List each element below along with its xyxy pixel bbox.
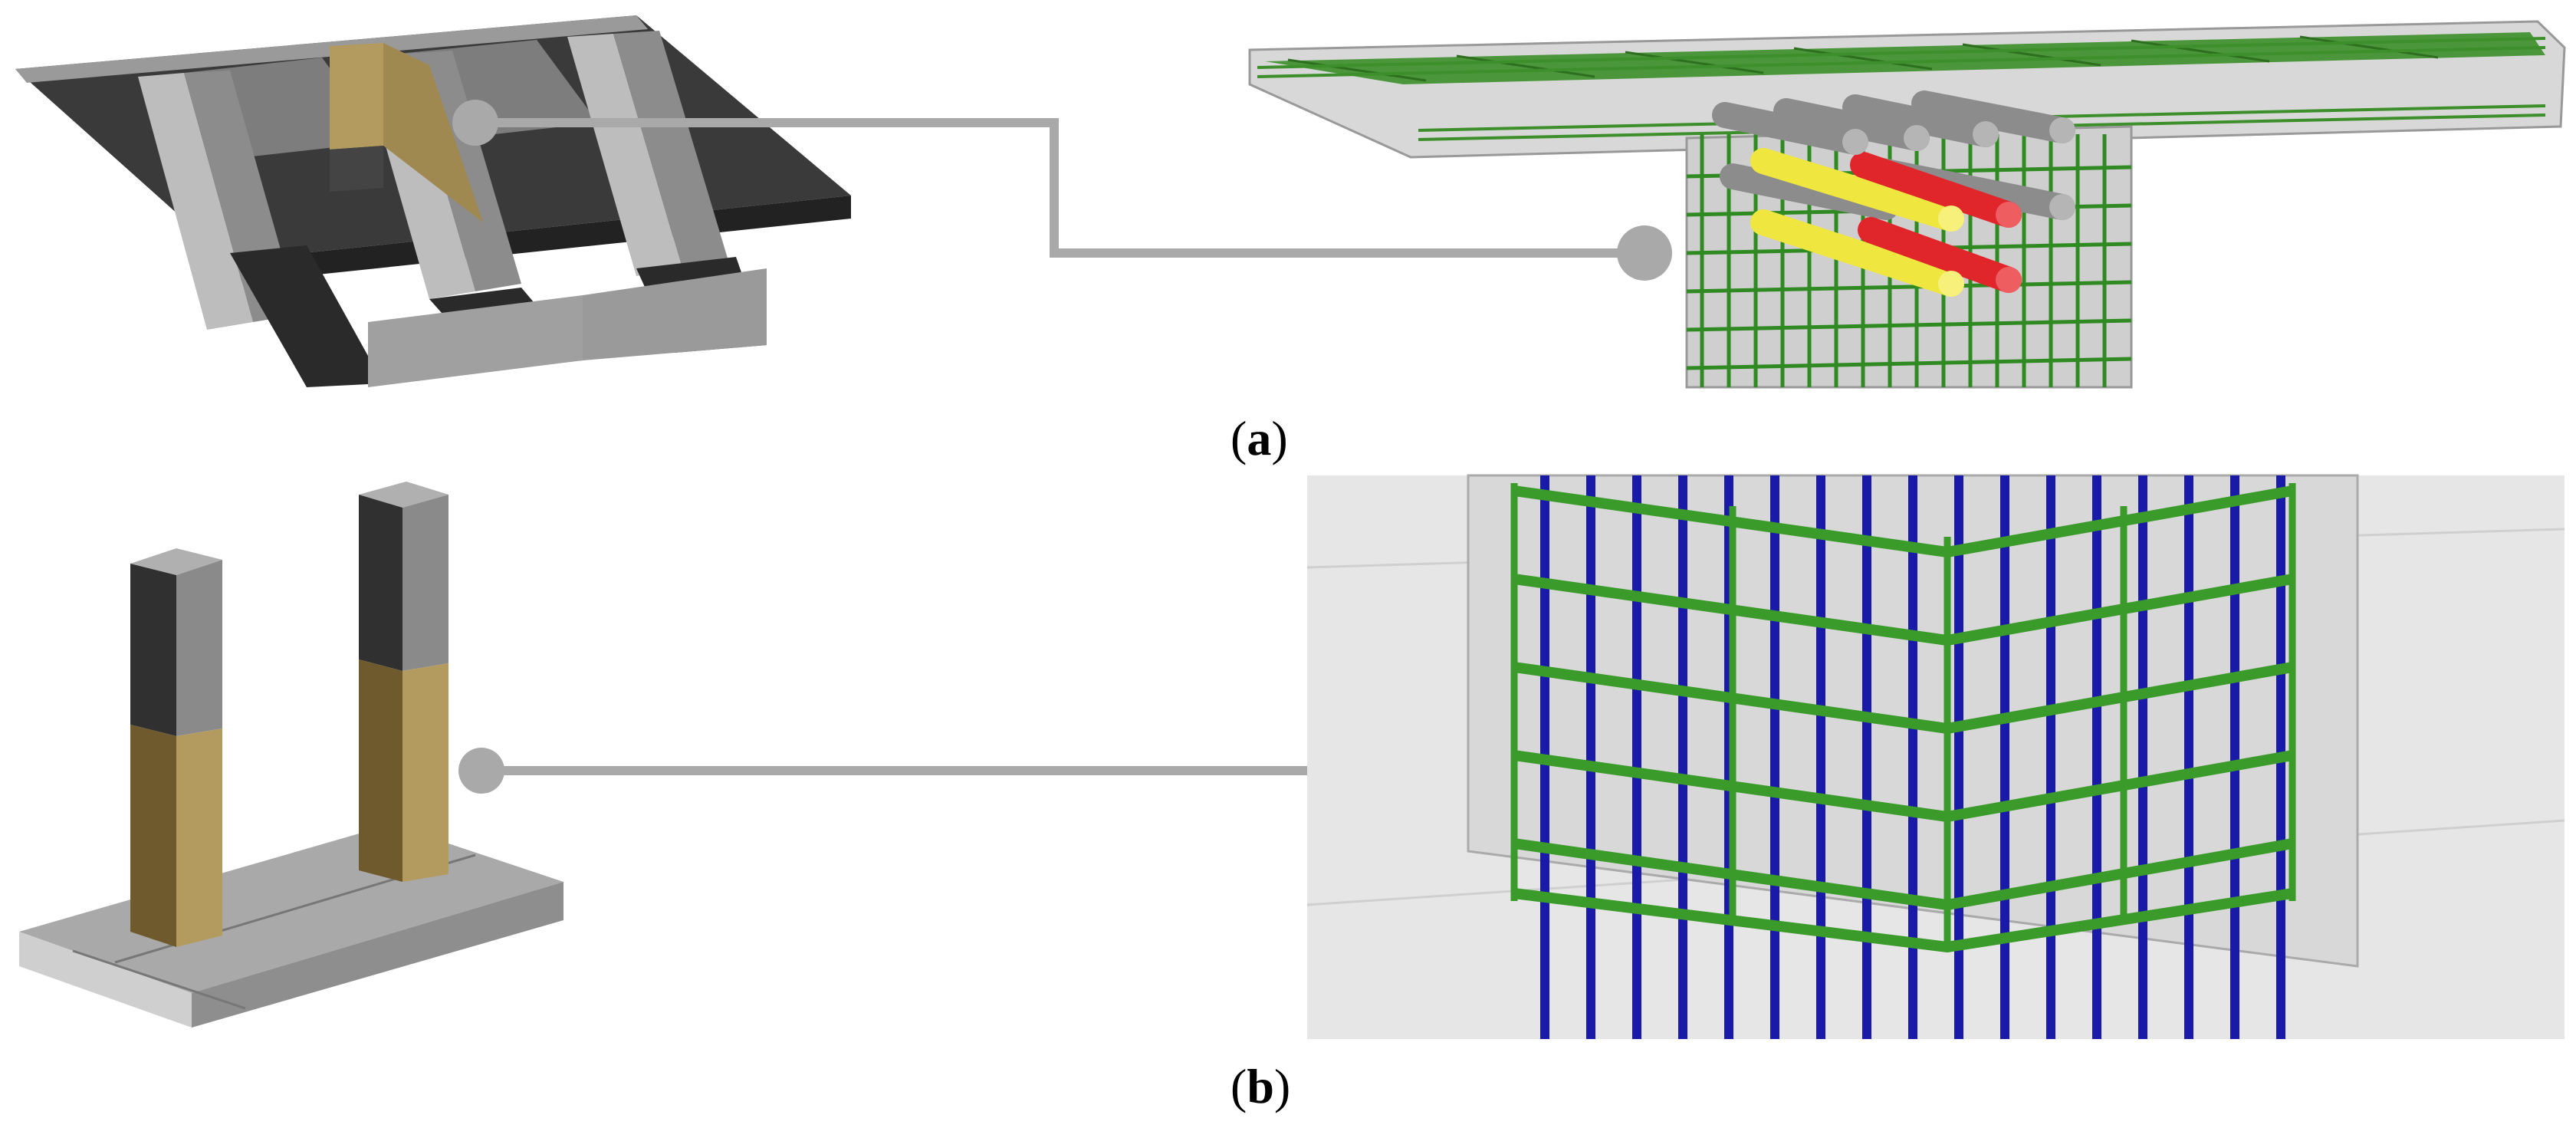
- column-1-highlight-side: [176, 728, 222, 947]
- connector-b-start-dot: [458, 748, 504, 794]
- column-1-highlight-front: [130, 725, 176, 947]
- pier-columns-model: [19, 482, 564, 1028]
- highlight-diaphragm-side: [383, 43, 483, 222]
- connector-a-start-dot: [452, 100, 498, 146]
- caption-a: (a): [1230, 411, 1288, 465]
- column-2-highlight-side: [402, 663, 449, 882]
- connector-b: [458, 743, 1446, 798]
- connector-a-end-dot: [1617, 225, 1672, 281]
- caption-b: (b): [1230, 1059, 1291, 1113]
- column-2-highlight-front: [359, 659, 402, 882]
- girder-rebar-detail: [1248, 20, 2566, 389]
- box-girder-model: [15, 15, 851, 387]
- connector-a: [452, 100, 1672, 281]
- highlight-diaphragm-front: [330, 43, 383, 150]
- column-rebar-detail: [1306, 474, 2565, 1039]
